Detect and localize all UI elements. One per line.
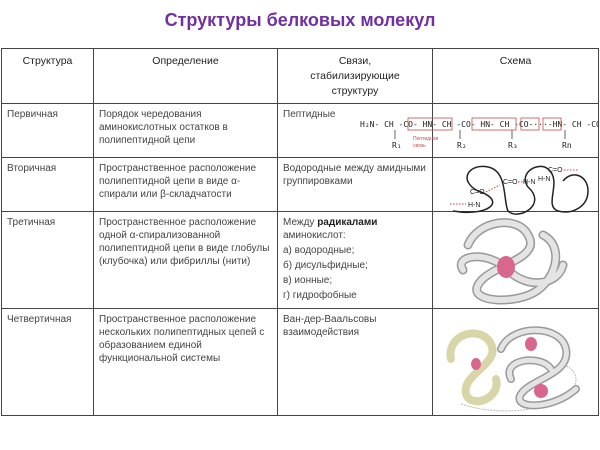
peptide-chain-diagram: H₂N- CH -CO- HN- CH -CO- HN- CH -CO-···-… [360,117,598,150]
svg-text:Rn: Rn [562,141,572,150]
structure-cell: Первичная [1,103,94,158]
bonds-cell: Водородные между амидными группировками [277,157,433,212]
schema-cell [432,211,599,309]
svg-text:Пептидная: Пептидная [413,136,439,142]
header-structure: Структура [1,48,94,104]
table-row: Четвертичная Пространственное расположен… [1,308,599,416]
header-bonds: Связи, стабилизирующие структуру [277,48,433,104]
table-row: Первичная Порядок чередования аминокисло… [1,103,599,158]
bond-type: а) водородные; [283,245,355,256]
table-header-row: Структура Определение Связи, стабилизиру… [1,48,599,104]
svg-text:R₂: R₂ [457,141,467,150]
structure-cell: Третичная [1,211,94,309]
svg-text:C=O: C=O [503,179,518,186]
structure-cell: Четвертичная [1,308,94,416]
definition-cell: Пространственное расположение одной α-сп… [93,211,278,309]
tertiary-structure-image [456,218,568,305]
svg-text:R₃: R₃ [508,141,518,150]
schema-cell: C=O H-N C=O H-N C=O H-N [432,157,599,215]
bonds-cell: Пептидные [277,103,433,158]
table-row: Вторичная Пространственное расположение … [1,157,599,215]
header-definition: Определение [93,48,278,104]
schema-cell: H₂N- CH -CO- HN- CH -CO- HN- CH -CO-···-… [360,103,599,158]
definition-cell: Порядок чередования аминокислотных остат… [93,103,278,158]
bonds-cell: Между радикалами аминокислот: а) водородн… [277,211,433,309]
bonds-prefix: Между [283,217,315,228]
header-schema: Схема [432,48,599,104]
svg-text:H-N: H-N [468,202,480,209]
protein-structures-table: Структура Определение Связи, стабилизиру… [1,48,599,416]
quaternary-structure-image [446,326,580,412]
svg-text:C=O: C=O [548,167,563,174]
definition-cell: Пространственное расположение полипептид… [93,157,278,212]
schema-cell [432,308,599,416]
definition-cell: Пространственное расположение нескольких… [93,308,278,416]
bonds-cell: Ван-дер-Ваальсовы взаимодействия [277,308,433,416]
svg-text:R₁: R₁ [392,141,402,150]
alpha-helix-diagram: C=O H-N C=O H-N C=O H-N [450,165,589,215]
svg-text:C=O: C=O [470,189,485,196]
bond-type: б) дисульфидные; [283,260,368,271]
svg-text:H-N: H-N [538,176,550,183]
heme-group [497,256,515,278]
bonds-bold: радикалами [317,217,378,228]
svg-text:связь: связь [413,143,426,149]
table-row: Третичная Пространственное расположение … [1,211,599,309]
bond-type: в) ионные; [283,275,333,286]
bonds-rest: аминокислот: [283,230,346,241]
svg-text:H₂N- CH -CO- HN- CH -CO- HN- C: H₂N- CH -CO- HN- CH -CO- HN- CH -CO-···-… [360,120,598,129]
structure-cell: Вторичная [1,157,94,212]
bond-type: г) гидрофобные [283,290,357,301]
svg-text:H-N: H-N [523,179,535,186]
page-title: Структуры белковых молекул [164,10,436,30]
